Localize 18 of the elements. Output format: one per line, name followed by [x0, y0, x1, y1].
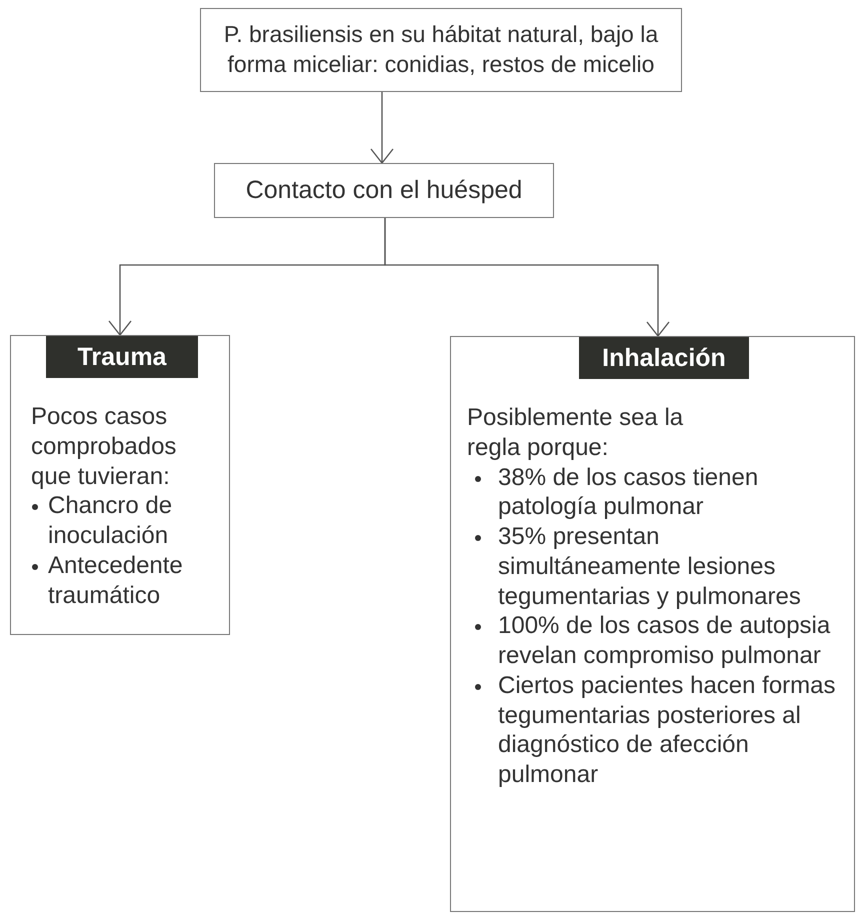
list-item: 35% presentan simultáneamente lesiones tegumentarias y pulmonares	[498, 523, 801, 610]
arrow	[384, 218, 670, 337]
box-text: Pocos casos comprobados que tuvieran:	[31, 402, 178, 492]
box-heading: Inhalación	[579, 337, 749, 379]
list-item: Antecedente traumático	[48, 552, 183, 608]
list-item: Chancro de inoculación	[48, 492, 172, 549]
process-box	[200, 8, 682, 92]
list-item: Ciertos pacientes hacen formas tegumentarias posteriores al diagnóstico de afección pulmonar	[498, 672, 836, 788]
list-item: 100% de los casos de autopsia revelan compromiso pulmonar	[498, 612, 830, 669]
process-box	[214, 163, 554, 218]
box-text: Contacto con el huésped	[246, 175, 522, 206]
box-heading: Trauma	[46, 336, 198, 378]
arrow	[370, 92, 394, 164]
list-item: 38% de los casos tienen patología pulmonar	[498, 464, 758, 520]
process-box	[10, 335, 230, 635]
process-box	[450, 336, 855, 912]
box-text: P. brasiliensis en su hábitat natural, bajo la forma miceliar: conidias, restos de micelio	[222, 20, 660, 79]
box-text: Posiblemente sea la regla porque:	[467, 403, 684, 462]
